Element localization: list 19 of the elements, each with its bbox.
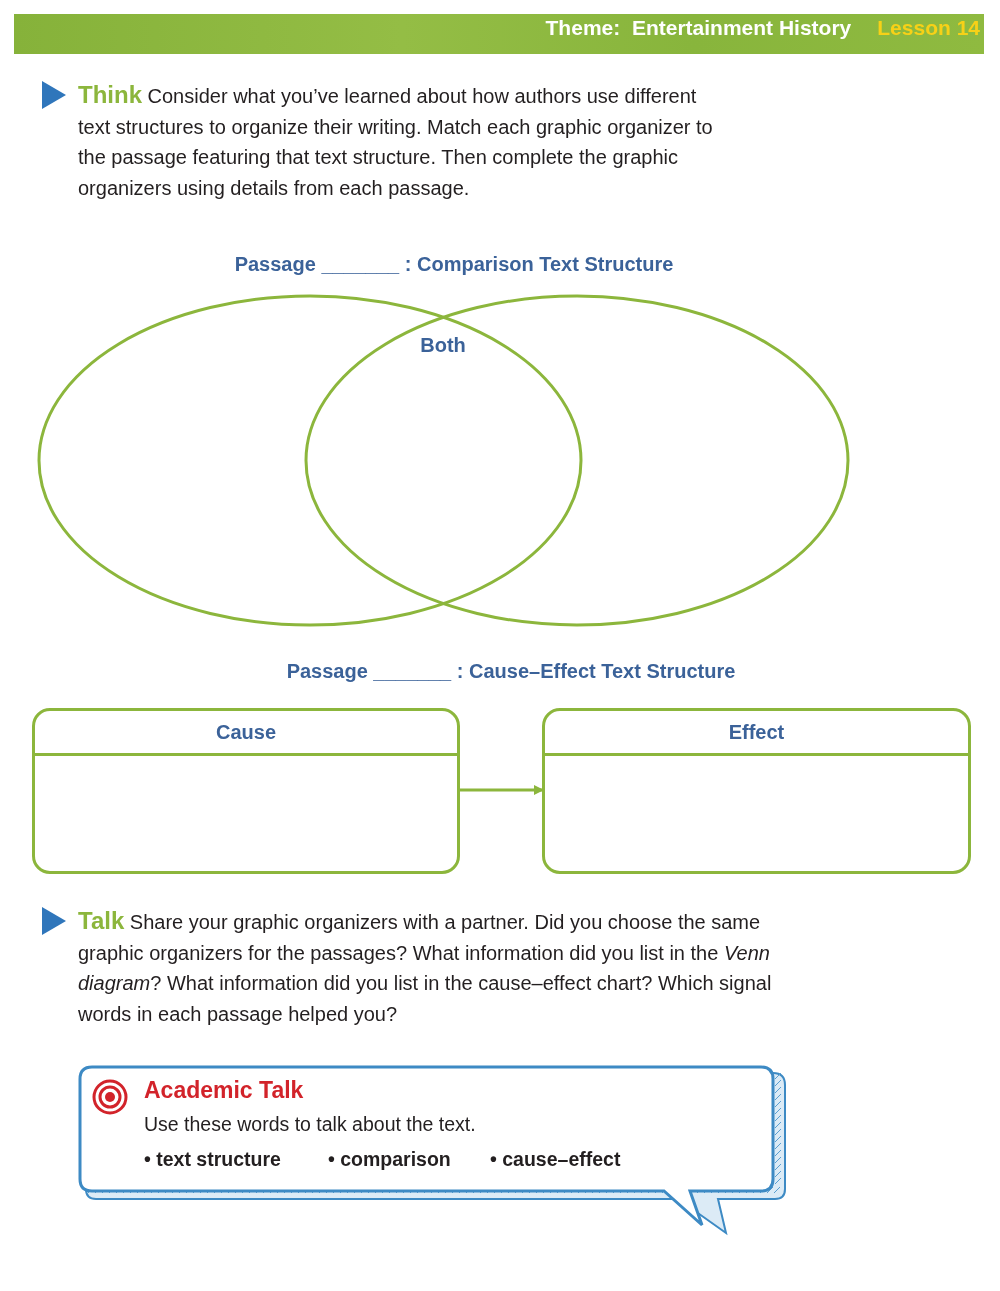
theme-text: Theme: Entertainment History	[545, 16, 852, 40]
box-heading: Effect	[728, 720, 785, 744]
instruction-paragraph: Think Consider what you’ve learned about how authors use different text structures to organize their writing. Match each graphic organizer to the passage featuring that text structure. Then complete the graphic organizers using details from each passage.	[78, 80, 714, 201]
organizer-title: Passage _______ : Cause–Effect Text Structure	[286, 660, 736, 683]
vocabulary-term: • text structure	[144, 1148, 281, 1171]
arrow	[460, 785, 544, 795]
vocabulary-term: • comparison	[328, 1148, 451, 1171]
instruction-text: Use these words to talk about the text.	[144, 1113, 476, 1136]
venn-circle	[304, 294, 850, 627]
box-heading: Cause	[216, 720, 276, 744]
vocabulary-term: • cause–effect	[490, 1148, 621, 1171]
organizer-title: Passage _______ : Comparison Text Structure	[234, 253, 674, 276]
overlap-label: Both	[420, 334, 466, 357]
chart-box	[542, 708, 971, 874]
venn-circle	[37, 294, 583, 627]
bubble-heading: Academic Talk	[144, 1077, 304, 1104]
lesson-number: Lesson 14	[877, 16, 980, 40]
discussion-paragraph: Talk Share your graphic organizers with a partner. Did you choose the same graphic organizers for the passages? What information did you list in the Venn diagram? What information did you list in the cause–effect chart? Which signal words in each passage helped you?	[78, 906, 773, 1027]
chart-box	[32, 708, 460, 874]
